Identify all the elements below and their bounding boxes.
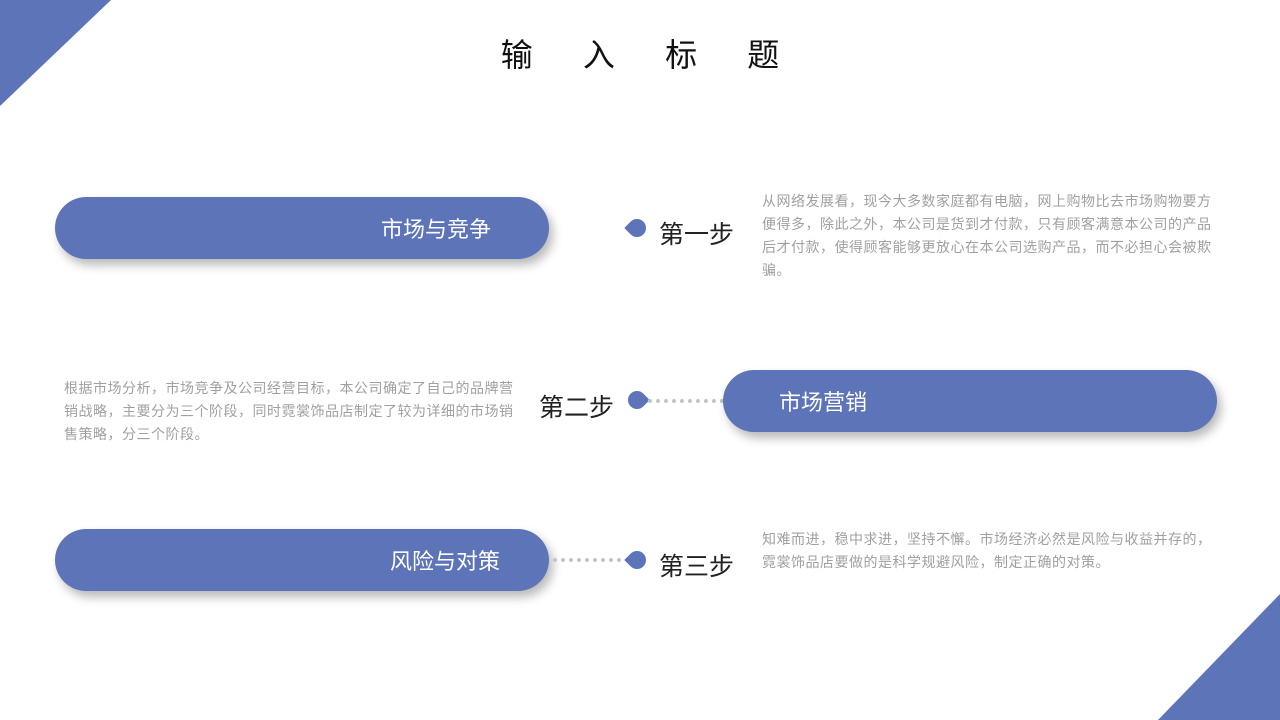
page-title: 输 入 标 题 xyxy=(500,36,800,74)
step-label: 第二步 xyxy=(539,393,615,422)
dotted-connector xyxy=(553,558,629,562)
corner-triangle-top-left xyxy=(0,0,111,106)
step-label: 第三步 xyxy=(659,552,735,581)
step-description: 根据市场分析，市场竞争及公司经营目标，本公司确定了自己的品牌营销战略，主要分为三… xyxy=(64,381,514,443)
pill-label: 风险与对策 xyxy=(389,550,500,575)
step-label: 第一步 xyxy=(659,220,735,249)
dotted-connector xyxy=(648,399,724,403)
step-marker-icon xyxy=(624,215,650,241)
pill-market-competition: 市场与竞争 xyxy=(55,197,549,259)
pill-marketing: 市场营销 xyxy=(723,370,1217,432)
step-marker-icon xyxy=(624,547,650,573)
corner-triangle-bottom-right xyxy=(1158,594,1280,720)
pill-label: 市场与竞争 xyxy=(380,218,491,243)
pill-risk-countermeasure: 风险与对策 xyxy=(55,529,549,591)
step-marker-icon xyxy=(624,387,650,413)
pill-label: 市场营销 xyxy=(779,391,868,416)
step-description: 从网络发展看，现今大多数家庭都有电脑，网上购物比去市场购物要方便得多，除此之外，… xyxy=(762,194,1212,279)
step-description: 知难而进，稳中求进，坚持不懈。市场经济必然是风险与收益并存的，霓裳饰品店要做的是… xyxy=(762,532,1212,571)
